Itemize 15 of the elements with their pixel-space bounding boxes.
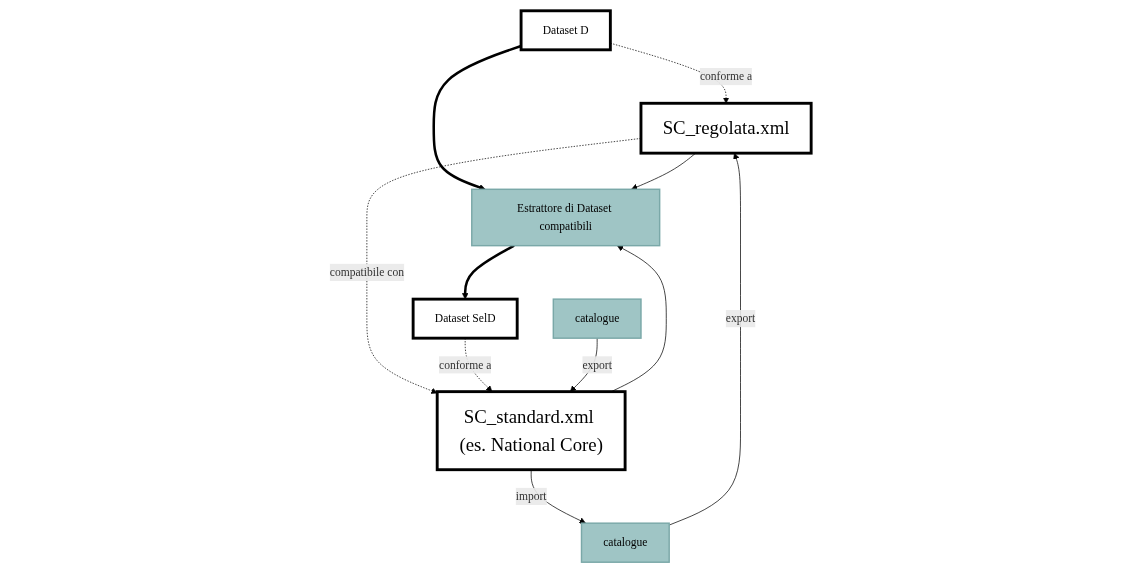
node-box: catalogue — [552, 298, 642, 339]
edge-label: conforme a — [699, 70, 753, 83]
node-box: Dataset D — [519, 9, 612, 52]
node-box: Dataset SelD — [411, 297, 519, 340]
arrow — [432, 44, 522, 191]
node-box: SC_regolata.xml — [639, 101, 813, 155]
edge-label: export — [725, 312, 756, 325]
node-box: catalogue — [580, 522, 670, 563]
node-box: Estrattore di Dataset compatibili — [471, 188, 661, 247]
edge-label: compatibile con — [329, 265, 404, 279]
edge-label: import — [515, 489, 547, 503]
edge-label: conforme a — [439, 358, 492, 371]
node-box: SC_standard.xml (es. National Core) — [435, 390, 627, 472]
edge-label: export — [582, 358, 612, 371]
arrow — [462, 244, 515, 300]
